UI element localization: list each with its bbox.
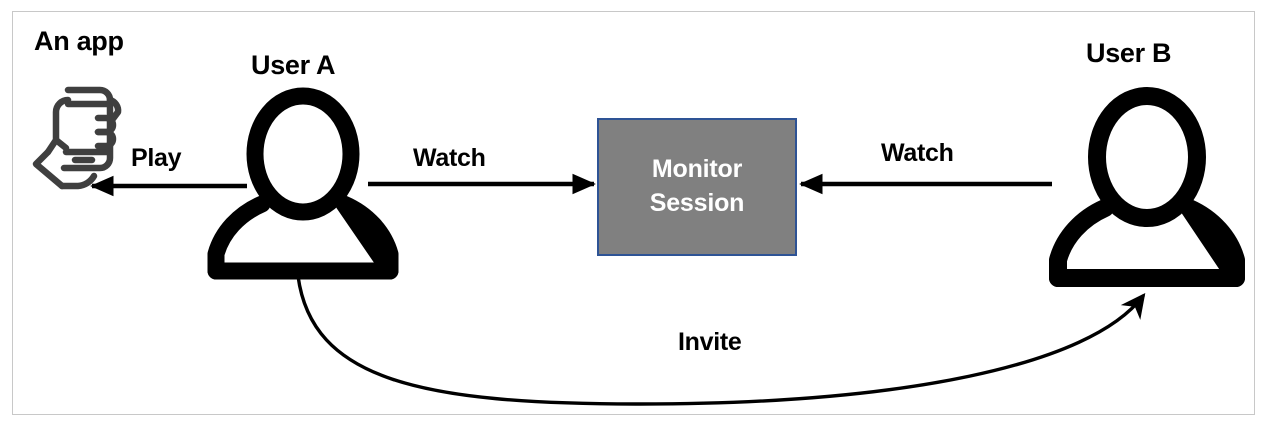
person-icon-user-a <box>207 87 399 280</box>
monitor-session-box[interactable]: Monitor Session <box>597 118 797 256</box>
user-a-label: User A <box>251 50 336 80</box>
edge-label-invite: Invite <box>678 328 742 356</box>
edge-label-play: Play <box>131 144 182 172</box>
person-icon-user-b <box>1049 87 1245 287</box>
edge-label-watch-left: Watch <box>413 144 486 172</box>
arrow-invite <box>296 274 1146 406</box>
app-label: An app <box>34 26 124 56</box>
monitor-session-line1: Monitor <box>651 155 743 184</box>
hand-holding-phone-icon <box>32 86 122 190</box>
monitor-session-line2: Session <box>649 189 745 217</box>
edge-label-watch-right: Watch <box>881 139 954 167</box>
user-b-label: User B <box>1086 38 1172 68</box>
